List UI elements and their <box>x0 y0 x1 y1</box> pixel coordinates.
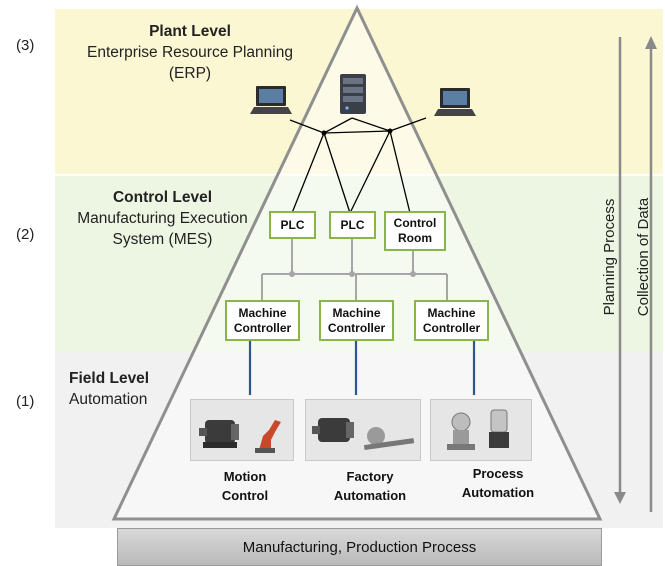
network-node <box>387 128 393 134</box>
machine-controller-line1: Machine <box>238 305 287 320</box>
field-level-title: Field Level <box>69 370 150 387</box>
collection-of-data-arrow <box>645 36 657 512</box>
level-number-1: (1) <box>16 393 35 410</box>
plant-level-line2: (ERP) <box>168 65 212 82</box>
control-room-line1: Control <box>393 216 437 230</box>
machine-controller-box: Machine Controller <box>414 300 489 341</box>
machine-controller-line2: Controller <box>327 320 386 335</box>
field-level-line1: Automation <box>69 391 148 408</box>
machine-controller-line2: Controller <box>422 320 481 335</box>
machine-controller-box: Machine Controller <box>225 300 300 341</box>
factory-caption-line1: Factory <box>346 469 394 484</box>
process-caption-line1: Process <box>472 466 524 481</box>
motion-caption-line1: Motion <box>223 469 267 484</box>
erp-network-lines <box>289 117 427 214</box>
server-icon <box>340 74 366 114</box>
factory-automation-caption: Factory Automation <box>320 467 420 505</box>
bus-node <box>289 271 295 277</box>
process-automation-image <box>430 399 532 461</box>
laptop-icon <box>250 86 292 114</box>
bus-node <box>410 271 416 277</box>
control-room-box: Control Room <box>384 211 446 251</box>
pyramid <box>111 4 603 521</box>
machine-controller-box: Machine Controller <box>319 300 394 341</box>
device-links <box>248 341 476 395</box>
level-number-3: (3) <box>16 37 35 54</box>
field-level-label: Field Level Automation <box>69 368 149 410</box>
collection-of-data-label: Collection of Data <box>635 197 652 317</box>
factory-automation-image <box>305 399 421 461</box>
network-node <box>321 130 327 136</box>
plc-box: PLC <box>269 211 316 239</box>
motion-caption-line2: Control <box>221 488 269 503</box>
plc-box: PLC <box>329 211 376 239</box>
control-level-title: Control Level <box>112 189 213 206</box>
control-level-line1: Manufacturing Execution <box>77 210 248 227</box>
plant-level-title: Plant Level <box>149 23 231 40</box>
bus-node <box>349 271 355 277</box>
process-instrument-icon <box>447 409 509 450</box>
process-automation-caption: Process Automation <box>448 464 548 502</box>
plant-level-label: Plant Level Enterprise Resource Planning… <box>70 21 310 84</box>
motor-robot-icon <box>199 420 281 453</box>
process-caption-line2: Automation <box>461 485 535 500</box>
machine-controller-line1: Machine <box>427 305 476 320</box>
motion-control-image <box>190 399 294 461</box>
control-room-line2: Room <box>398 231 432 245</box>
motion-control-caption: Motion Control <box>205 467 285 505</box>
planning-process-arrow <box>614 37 626 504</box>
level-number-2: (2) <box>16 226 35 243</box>
motor-gear-icon <box>312 418 415 451</box>
control-level-line2: System (MES) <box>112 231 213 248</box>
machine-controller-line1: Machine <box>332 305 381 320</box>
planning-process-label: Planning Process <box>601 198 618 316</box>
production-process-base: Manufacturing, Production Process <box>117 528 602 566</box>
plant-level-line1: Enterprise Resource Planning <box>87 44 293 61</box>
laptop-icon <box>434 88 476 116</box>
factory-caption-line2: Automation <box>333 488 407 503</box>
control-level-label: Control Level Manufacturing Execution Sy… <box>50 187 275 250</box>
machine-controller-line2: Controller <box>233 320 292 335</box>
